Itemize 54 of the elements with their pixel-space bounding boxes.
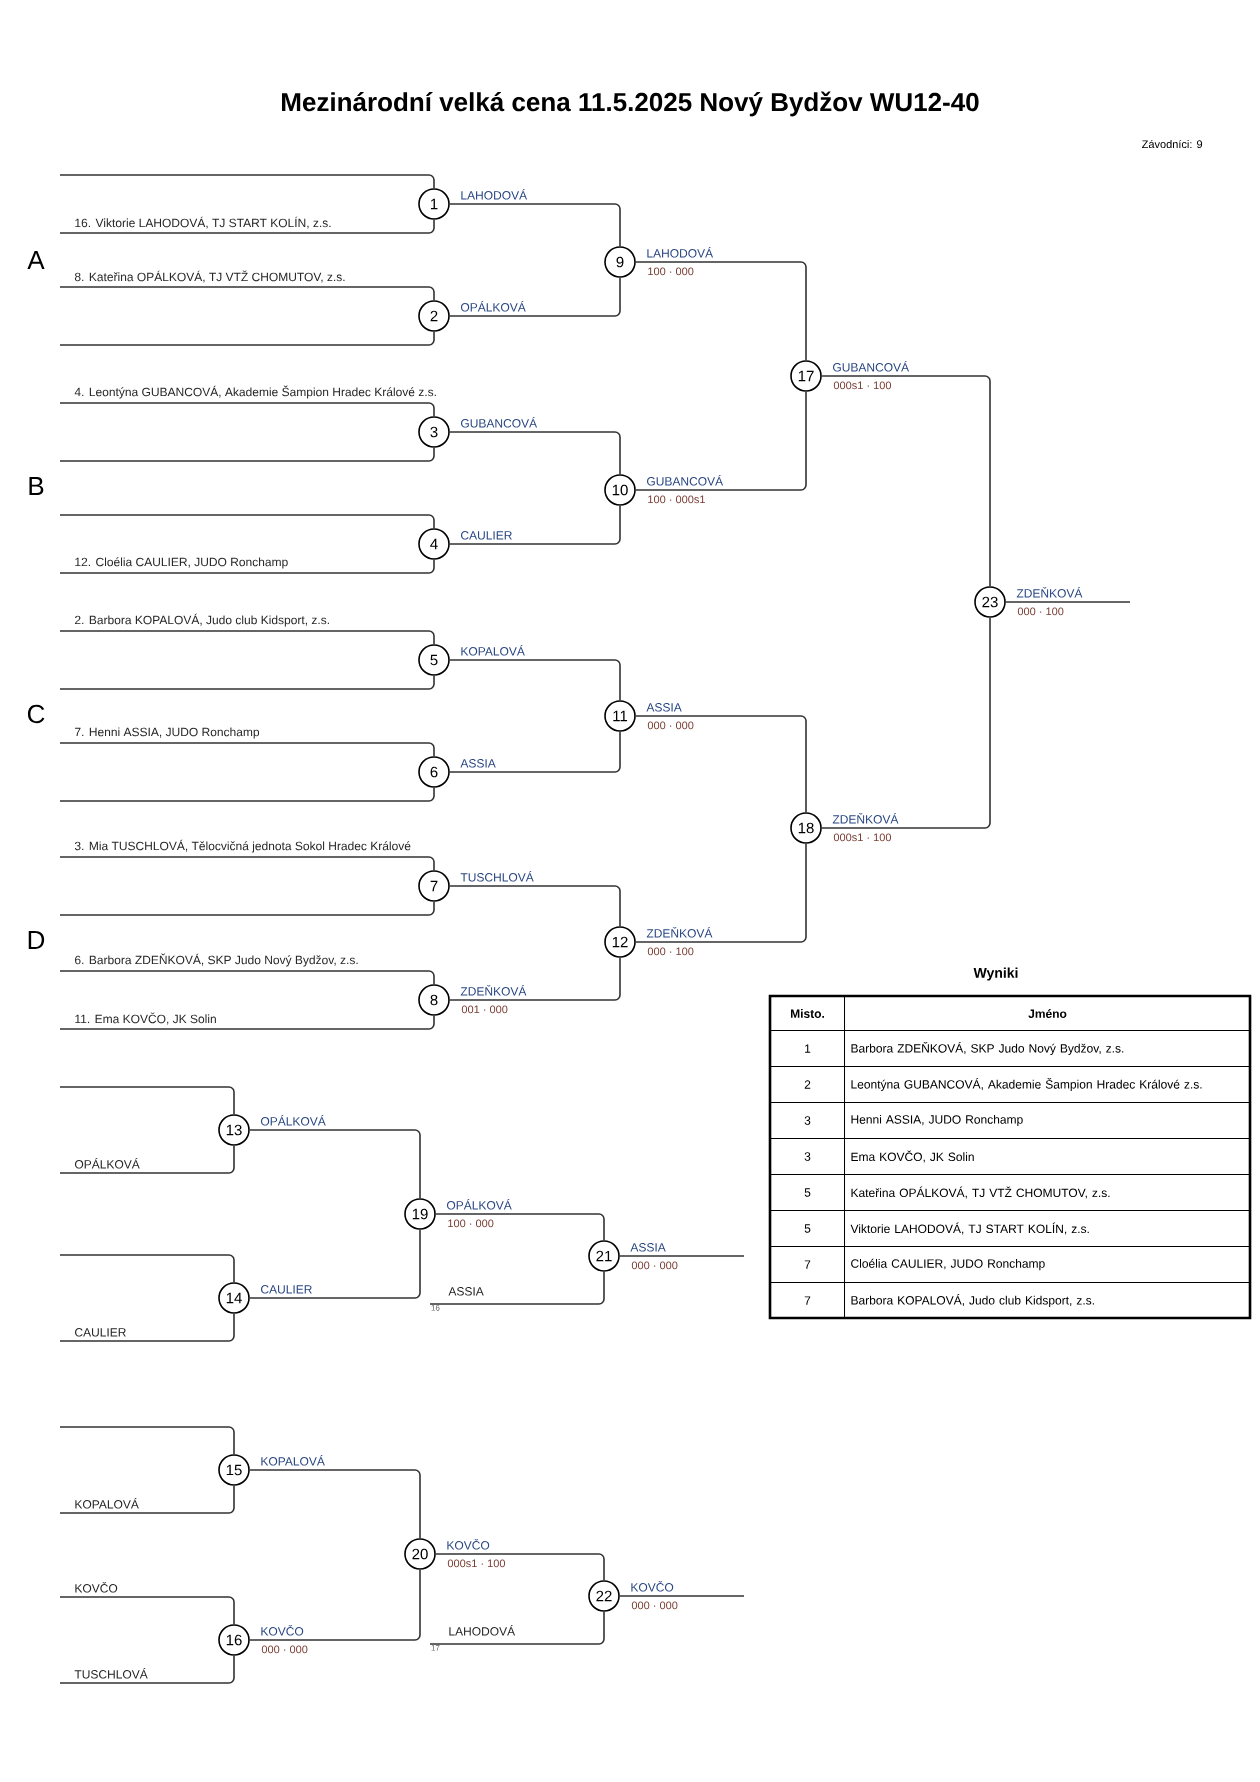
bracket-line [635,715,807,813]
bracket-line [59,856,435,871]
bracket-line [59,219,435,234]
bracket-line [249,1129,421,1199]
bracket-line [435,1553,605,1581]
bracket-line [635,843,807,943]
pool-letter: B [29,477,44,495]
bracket-line [59,1015,435,1030]
bracket-line [449,659,621,701]
bracket-line [59,1313,235,1342]
bracket-line [59,402,435,417]
bracket-line [59,559,435,574]
bracket-line [59,447,435,462]
bracket-line [1005,601,1131,603]
bracket-line [635,391,807,491]
bracket-line [59,1485,235,1514]
bracket-line [619,1595,745,1597]
bracket-line [59,1145,235,1174]
bracket-line [59,514,435,529]
title: Mezinárodní velká cena 11.5.2025 Nový Bydžov WU12-40 [282,91,979,117]
bracket-line [59,787,435,802]
bracket-line [449,731,621,773]
bracket-line [449,203,621,247]
bracket-line [59,675,435,690]
bracket-line [821,375,991,587]
bracket-line [249,1569,421,1641]
bracket-line [435,1213,605,1241]
bracket-line [59,174,435,189]
bracket-line [449,277,621,317]
bracket-line [635,261,807,361]
bracket-line [59,630,435,645]
bracket-line [59,1426,235,1455]
bracket-line [821,617,991,829]
bracket-line [429,1611,605,1645]
pool-letter: D [28,931,45,949]
bracket-line [59,970,435,985]
pool-letter: A [27,251,45,269]
bracket-line [249,1229,421,1299]
bracket-line [59,901,435,916]
bracket-line [449,885,621,927]
bracket-line [449,957,621,1001]
bracket-line [249,1469,421,1539]
bracket-line [59,286,435,301]
bracket-line [59,742,435,757]
bracket-line [449,505,621,545]
bracket-line [59,1596,235,1625]
bracket-line [429,1271,605,1305]
bracket-line [59,331,435,346]
bracket-line [449,431,621,475]
pool-letter: C [27,704,45,724]
bracket-line [619,1255,745,1257]
bracket-line [59,1086,235,1115]
bracket-line [59,1655,235,1684]
bracket-line [59,1254,235,1283]
